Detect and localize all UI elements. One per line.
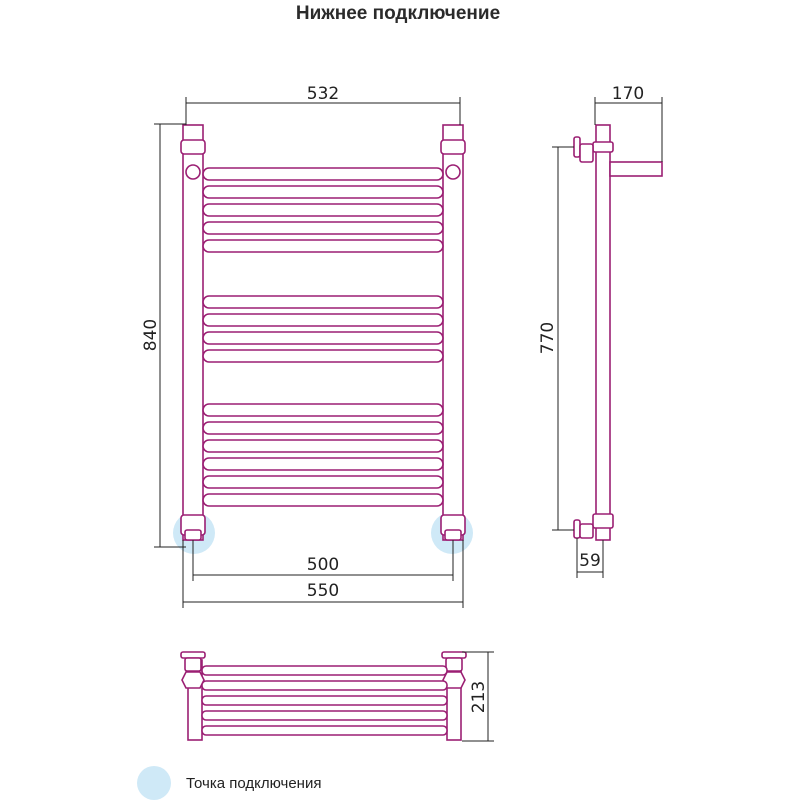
rung-9	[202, 349, 444, 363]
left-riser	[182, 124, 204, 541]
side-bottom-valve-handle	[573, 519, 581, 539]
side-top-collar	[592, 141, 614, 153]
dim-wall-offset: 59	[579, 551, 601, 571]
side-bottom-valve-body	[579, 523, 594, 539]
dim-top-depth: 213	[469, 681, 489, 713]
dim-top-width: 532	[307, 84, 339, 104]
front-view: 532 840 500 550	[141, 84, 473, 608]
bottom-right-valve	[444, 529, 462, 541]
dim-height: 840	[141, 319, 161, 351]
rung-4	[202, 221, 444, 235]
rung-2	[202, 185, 444, 199]
legend: Точка подключения	[137, 766, 321, 800]
top-right-nut	[440, 139, 466, 155]
top-view-right-nut	[442, 671, 466, 689]
rung-6	[202, 295, 444, 309]
side-top-valve-handle	[573, 136, 581, 158]
top-view-rung-2	[201, 680, 448, 691]
top-left-plug	[185, 164, 201, 180]
side-riser	[595, 124, 611, 541]
top-view-rung-1	[201, 665, 448, 676]
rung-13	[202, 457, 444, 471]
right-riser	[442, 124, 464, 541]
top-view-left-valve	[184, 657, 202, 672]
rung-12	[202, 439, 444, 453]
rung-3	[202, 203, 444, 217]
rung-10	[202, 403, 444, 417]
top-view-rung-5	[201, 725, 448, 736]
rung-8	[202, 331, 444, 345]
legend-connection-point-swatch	[137, 766, 171, 800]
side-wall-arm	[609, 161, 663, 177]
top-view-rung-4	[201, 710, 448, 721]
dim-total-width: 550	[307, 581, 339, 601]
top-view-left-valve-cap	[180, 651, 206, 659]
side-bottom-collar	[592, 513, 614, 529]
top-right-plug	[445, 164, 461, 180]
dim-depth: 170	[612, 84, 644, 104]
rung-14	[202, 475, 444, 489]
rung-group-top	[202, 167, 444, 507]
top-view: 213	[180, 651, 494, 742]
top-left-nut	[180, 139, 206, 155]
side-top-valve-body	[579, 143, 594, 163]
top-view-rungs	[201, 665, 448, 736]
bottom-left-valve	[184, 529, 202, 541]
rung-15	[202, 493, 444, 507]
legend-label: Точка подключения	[186, 775, 321, 792]
rung-1	[202, 167, 444, 181]
side-view: 170 770 59	[538, 84, 663, 578]
dim-side-height: 770	[538, 322, 558, 354]
rung-11	[202, 421, 444, 435]
page-title: Нижнее подключение	[296, 3, 500, 24]
rung-5	[202, 239, 444, 253]
dim-connection-spacing: 500	[307, 555, 339, 575]
top-view-left-nut	[181, 671, 205, 689]
top-view-right-valve	[445, 657, 463, 672]
rung-7	[202, 313, 444, 327]
top-view-rung-3	[201, 695, 448, 706]
top-view-right-valve-cap	[441, 651, 467, 659]
